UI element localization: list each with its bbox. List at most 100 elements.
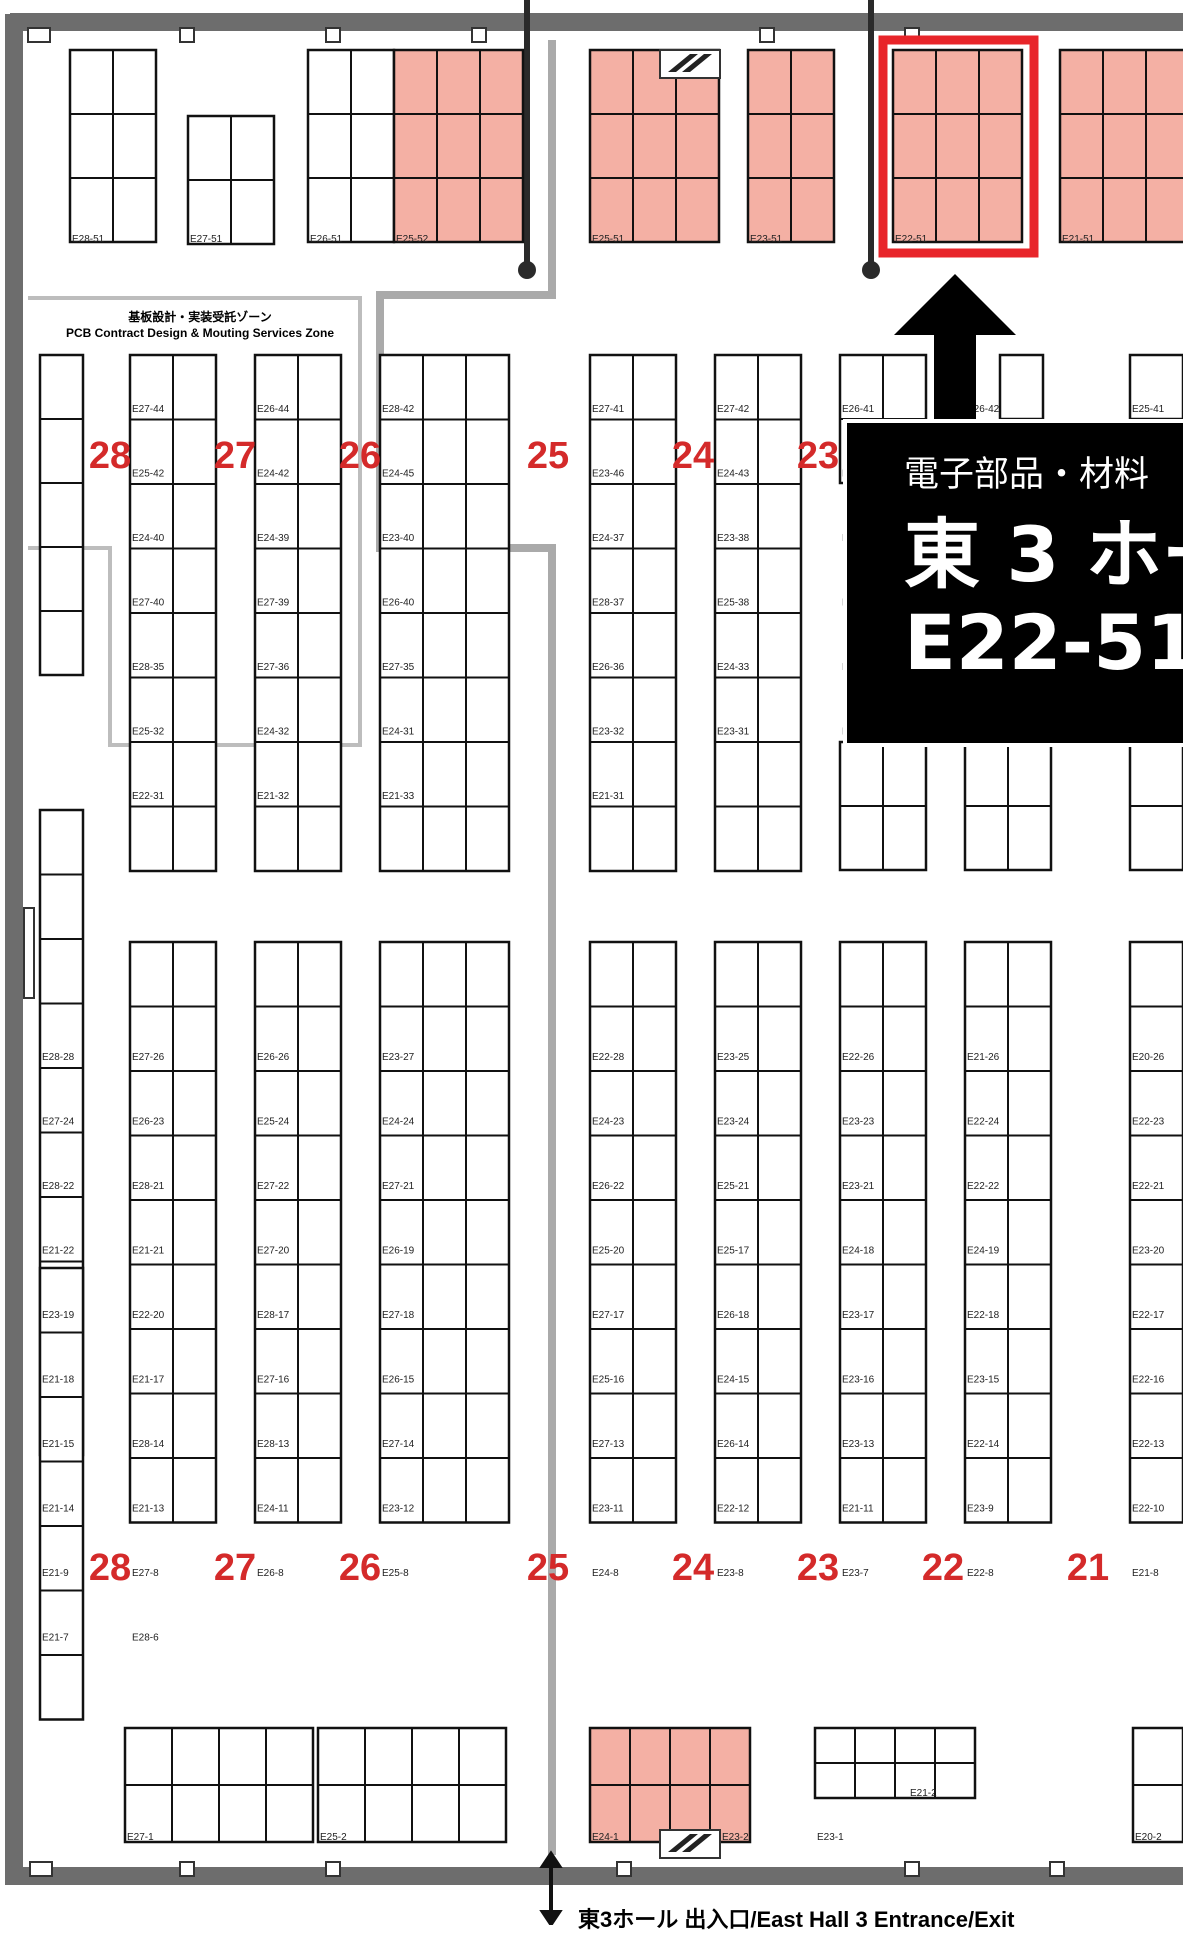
booth-block-e24-1 (588, 1726, 752, 1844)
booth-label: E26-19 (382, 1246, 415, 1257)
booth-label: E28-51 (72, 234, 105, 245)
booth-label: E22-23 (1132, 1117, 1165, 1128)
exit-arrow-icon (539, 1850, 563, 1925)
aisle-number: 23 (797, 1547, 839, 1589)
booth-label: E22-26 (842, 1052, 875, 1063)
booth-label: E24-23 (592, 1117, 625, 1128)
booth-block-e26-26 (253, 940, 343, 1524)
booth-label: E22-51 (895, 234, 928, 245)
pcb-zone-title-en: PCB Contract Design & Mouting Services Z… (65, 326, 335, 340)
booth-label: E24-31 (382, 727, 415, 738)
booth-block-e28-14 (38, 1266, 85, 1721)
booth-label: E24-15 (717, 1375, 750, 1386)
booth-label: E24-19 (967, 1246, 1000, 1257)
booth-label: E27-51 (190, 234, 223, 245)
booth-label: E26-8 (257, 1568, 284, 1579)
booth-label: E23-15 (967, 1375, 1000, 1386)
booth-label: E22-20 (132, 1310, 165, 1321)
booth-label: E27-18 (382, 1310, 415, 1321)
pillars (23, 27, 1065, 1877)
booth-label: E23-32 (592, 727, 625, 738)
booth-block-e25-51 (588, 48, 721, 244)
booth-label: E27-40 (132, 598, 165, 609)
booth-block-e23-31 (838, 740, 928, 872)
booth-label: E21-32 (257, 791, 290, 802)
booth-label: E23-16 (842, 1375, 875, 1386)
booth-label: E23-21 (842, 1181, 875, 1192)
booth-label: E27-17 (592, 1310, 625, 1321)
booth-label: E22-28 (592, 1052, 625, 1063)
booth-label: E23-46 (592, 469, 625, 480)
booth-label: E25-16 (592, 1375, 625, 1386)
booth-block-e20-2 (1131, 1726, 1183, 1844)
booth-label: E27-13 (592, 1439, 625, 1450)
pointer-arrow (894, 274, 1016, 434)
booth-label: E28-17 (257, 1310, 290, 1321)
pcb-zone-outline (28, 296, 362, 747)
aisle-number: 28 (89, 435, 131, 477)
booth-label: E24-40 (132, 533, 165, 544)
booth-label: E27-21 (382, 1181, 415, 1192)
booth-label: E23-27 (382, 1052, 415, 1063)
booth-block-e27-44 (128, 353, 218, 873)
booth-label: E22-14 (967, 1439, 1000, 1450)
booth-label: E27-42 (717, 404, 750, 415)
booth-label: E26-18 (717, 1310, 750, 1321)
aisle-number: 25 (527, 435, 569, 477)
booth-block-e24-45 (713, 353, 803, 873)
booth-label: E28-35 (132, 662, 165, 673)
booth-block-e21-top (1128, 353, 1183, 421)
booth-label: E22-17 (1132, 1310, 1165, 1321)
booth-label: E26-42 (967, 404, 1000, 415)
booth-label: E23-19 (42, 1310, 75, 1321)
booth-block-e25-41 (378, 353, 511, 873)
exit-label: 東3ホール 出入口/East Hall 3 Entrance/Exit (578, 1907, 1015, 1932)
aisle-number: 26 (339, 1547, 381, 1589)
callout-hall: 東 3 ホール (904, 510, 1183, 599)
booth-label: E23-31 (717, 727, 750, 738)
booth-label: E22-21 (1132, 1181, 1165, 1192)
booth-label: E27-24 (42, 1117, 75, 1128)
booth-label: E28-13 (257, 1439, 290, 1450)
booth-label: E26-36 (592, 662, 625, 673)
booth-label: E24-33 (717, 662, 750, 673)
booth-label: E27-16 (257, 1375, 290, 1386)
booth-label: E25-17 (717, 1246, 750, 1257)
booth-label: E26-22 (592, 1181, 625, 1192)
booth-label: E24-42 (257, 469, 290, 480)
booth-label: E22-22 (967, 1181, 1000, 1192)
booth-label: E24-37 (592, 533, 625, 544)
booth-block-e23-51 (746, 48, 836, 244)
booth-label: E28-14 (132, 1439, 165, 1450)
booth-label: E24-39 (257, 533, 290, 544)
booth-label: E22-24 (967, 1117, 1000, 1128)
booth-label: E21-51 (1062, 234, 1095, 245)
booth-label: E22-13 (1132, 1439, 1165, 1450)
booth-label: E27-35 (382, 662, 415, 673)
booth-label: E25-2 (320, 1832, 347, 1843)
booth-label: E25-32 (132, 727, 165, 738)
aisle-number: 26 (339, 435, 381, 477)
booth-label: E27-41 (592, 404, 625, 415)
booth-label: E22-18 (967, 1310, 1000, 1321)
booth-label: E23-23 (842, 1117, 875, 1128)
booth-label: E26-23 (132, 1117, 165, 1128)
aisle-number: 23 (797, 435, 839, 477)
booth-label: E21-7 (42, 1633, 69, 1644)
booth-block-e25-52 (392, 48, 525, 244)
booth-label: E21-22 (42, 1246, 75, 1257)
booth-label: E27-14 (382, 1439, 415, 1450)
booth-block-e22-top (998, 353, 1045, 421)
booth-label: E27-26 (132, 1052, 165, 1063)
booth-block-e27-26 (128, 940, 218, 1524)
booth-label: E25-24 (257, 1117, 290, 1128)
booth-label: E23-12 (382, 1504, 415, 1515)
booth-label: E28-37 (592, 598, 625, 609)
booth-callout: 電子部品・材料 東 3 ホール E22-51 (847, 423, 1183, 743)
aisle-number: 24 (672, 435, 714, 477)
booth-label: E27-36 (257, 662, 290, 673)
booth-label: E21-9 (42, 1568, 69, 1579)
booth-label: E20-26 (1132, 1052, 1165, 1063)
booth-label: E27-1 (127, 1832, 154, 1843)
booth-block-e26-44 (253, 353, 343, 873)
